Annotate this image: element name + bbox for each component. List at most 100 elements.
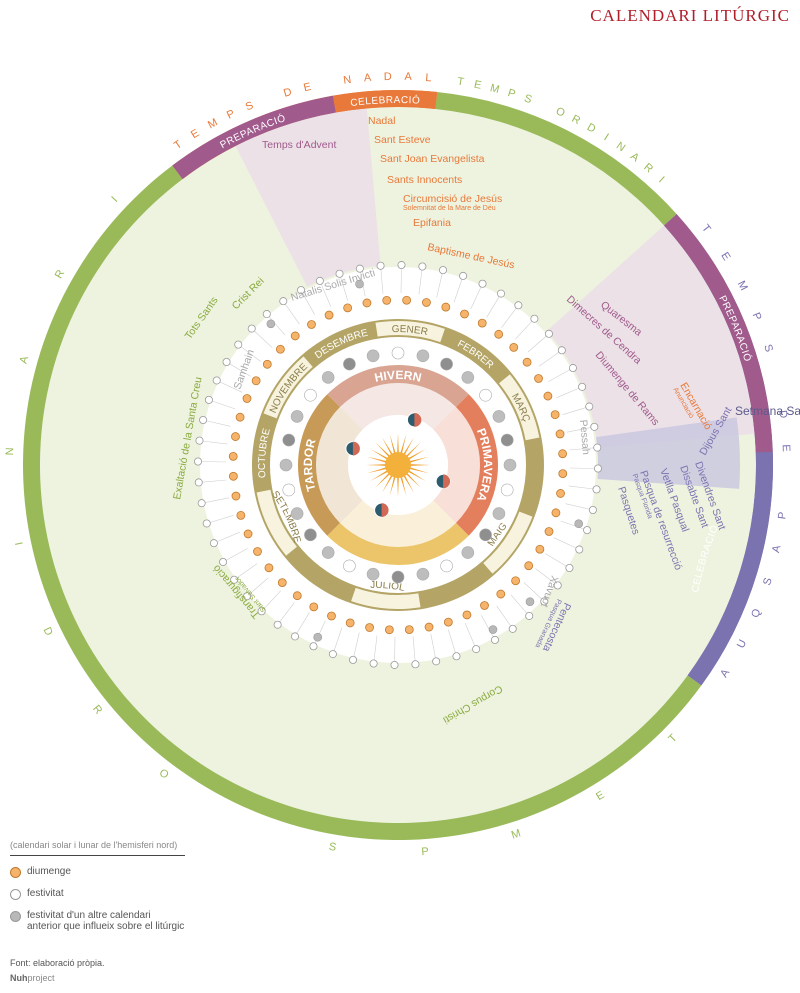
sunday-dot (550, 410, 560, 420)
festivity-stem (352, 632, 360, 660)
sun-ray (409, 467, 429, 474)
sunday-dot (253, 547, 262, 556)
moon-phase (290, 410, 304, 423)
legend-item-festivity: festivitat (10, 888, 185, 900)
sunday-dot (228, 471, 238, 481)
festivity-stem (566, 426, 595, 433)
feast-label: Sant Esteve (374, 134, 431, 146)
festivity-dot (234, 340, 243, 349)
sunday-dot (496, 589, 506, 599)
sunday-dot (345, 618, 355, 628)
feast-label: Setmana Santa (735, 404, 800, 418)
sun-ray (370, 470, 389, 481)
sunday-dot (462, 610, 472, 620)
season-letter: O (157, 767, 171, 782)
festivity-stem (510, 594, 530, 617)
festivity-stem (339, 273, 348, 301)
moon-phase (479, 528, 492, 542)
season-letter: P (225, 108, 237, 122)
sun-ray (367, 467, 387, 474)
festivity-dot (418, 262, 427, 271)
festivity-stem (548, 367, 574, 382)
season-letter: D (384, 71, 392, 83)
festivity-dot (369, 659, 378, 668)
sun-ray (405, 472, 421, 488)
festivity-stem (332, 627, 343, 655)
sun-ray (403, 474, 414, 493)
season-letter: P (776, 511, 789, 520)
sun-ray (375, 472, 391, 488)
earth-icon-shade (414, 412, 422, 427)
festivity-dot (204, 395, 213, 404)
older-festivity-dot (355, 279, 364, 289)
sunday-dot (402, 295, 412, 305)
sunday-dot (242, 394, 252, 403)
sunday-dot (292, 591, 302, 601)
festivity-stem (565, 503, 593, 511)
festivity-stem (545, 553, 570, 569)
month-cell (263, 356, 313, 419)
festivity-dot (290, 632, 299, 641)
sunday-dot (511, 576, 521, 586)
moon-phase (492, 410, 506, 423)
moon-phase (492, 507, 506, 520)
astro-season-fill (433, 407, 480, 523)
feast-label: Sant Joan Evangelista (380, 153, 485, 165)
feast-label: Temps d'Advent (262, 139, 336, 151)
season-letter: A (718, 667, 732, 680)
season-letter: R (53, 268, 67, 281)
month-cell (499, 374, 540, 441)
subseason-band (172, 95, 336, 180)
month-cell (256, 489, 297, 556)
festivity-stem (261, 590, 281, 612)
festivity-stem (501, 305, 519, 328)
festivity-dot (565, 564, 574, 573)
season-letter: T (172, 138, 185, 152)
season-letter: M (489, 82, 501, 96)
sunday-dot (362, 298, 372, 308)
festivity-stem (418, 266, 423, 295)
festivity-stem (283, 300, 300, 325)
season-letter: D (776, 410, 789, 419)
sun-icon (385, 452, 411, 478)
moon-phase (461, 546, 475, 559)
sunday-dot (307, 320, 316, 329)
sunday-dot (460, 309, 469, 319)
festivity-dot (593, 464, 602, 473)
legend-label: festivitat d'un altre calendari anterior… (27, 910, 185, 932)
sun-ray (400, 476, 407, 496)
moon-phase (500, 483, 514, 497)
season-letter: N (614, 140, 627, 154)
festivity-dot (525, 611, 534, 620)
sunday-dot (509, 342, 519, 352)
festivity-dot (590, 422, 599, 431)
sunday-dot (243, 529, 253, 539)
festivity-dot-icon (10, 889, 21, 900)
festivity-stem (201, 497, 230, 504)
festivity-stem (203, 419, 231, 427)
season-letter: S (761, 576, 775, 587)
sun-ray (366, 464, 387, 466)
sunday-dot (365, 623, 374, 632)
sun-ray (389, 476, 396, 496)
festivity-stem (535, 568, 558, 586)
older-festivity-dot (525, 597, 535, 606)
sunday-dot (477, 318, 487, 328)
season-letter: T (456, 76, 465, 89)
moon-phase (321, 546, 335, 559)
season-letter: N (343, 74, 352, 87)
sun-ray (407, 449, 426, 460)
sunday-dot (422, 298, 431, 307)
feast-label: Circumcisió de Jesús (403, 193, 502, 205)
astro-season-label: HIVERN (373, 368, 423, 385)
festivity-dot (355, 264, 364, 273)
subseason-band (332, 89, 438, 113)
season-letter: A (18, 354, 32, 365)
festivity-stem (246, 577, 269, 597)
season-letter: S (523, 92, 534, 106)
sunday-dot (324, 310, 334, 320)
season-letter: E (473, 79, 483, 92)
sunday-dot (524, 561, 534, 571)
season-letter: O (554, 105, 567, 120)
sunday-dot (558, 469, 568, 479)
